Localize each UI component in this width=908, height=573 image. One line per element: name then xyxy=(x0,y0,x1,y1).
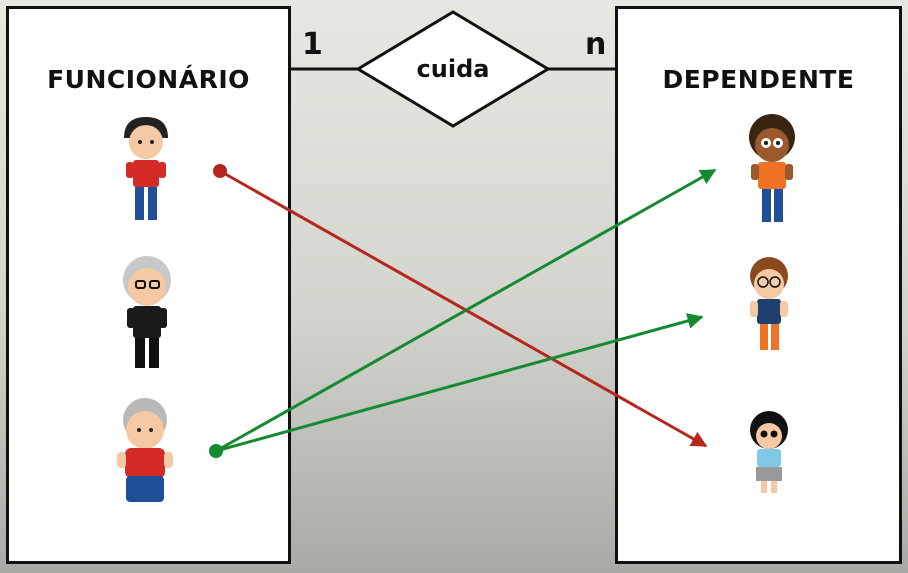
entity-dependente-title: DEPENDENTE xyxy=(662,65,855,94)
boy-dependent-icon xyxy=(749,114,795,222)
entity-funcionario-title: FUNCIONÁRIO xyxy=(47,65,250,94)
cardinality-right: n xyxy=(585,27,607,62)
green-arrow-lower xyxy=(215,313,704,453)
green-arrow-origin-dot xyxy=(209,444,223,458)
young-employee-icon xyxy=(124,117,168,220)
red-arrow xyxy=(219,169,708,448)
curly-boy-dependent-icon xyxy=(750,257,788,350)
relationship-diamond xyxy=(355,10,551,128)
gray-hair-employee-icon xyxy=(123,256,171,368)
red-arrow-origin-dot xyxy=(213,164,227,178)
girl-dependent-icon xyxy=(750,411,788,493)
green-arrow-upper xyxy=(215,168,717,453)
relationship-label: cuida xyxy=(417,55,490,83)
cardinality-left: 1 xyxy=(302,27,323,62)
old-employee-icon xyxy=(117,398,173,502)
